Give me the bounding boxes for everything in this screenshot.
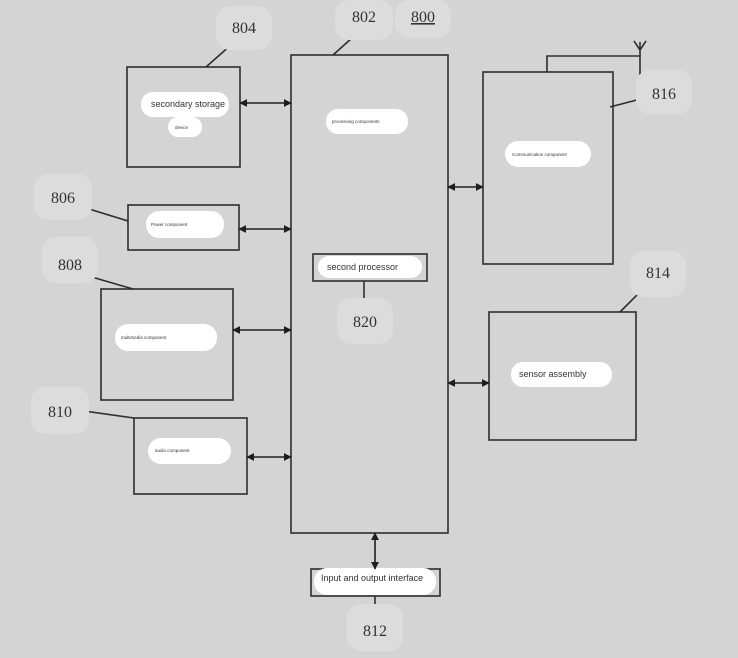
- ref-number-808: 808: [58, 257, 82, 274]
- audio-component-label: audio component: [155, 448, 190, 453]
- ref-number-820: 820: [353, 314, 377, 331]
- antenna-feed-line: [547, 56, 640, 76]
- communication-component-label: Communication component: [512, 152, 568, 157]
- ref-number-814: 814: [646, 265, 670, 282]
- sensor-assembly-label: sensor assembly: [519, 369, 587, 379]
- second-processor-label: second processor: [327, 262, 398, 272]
- io-interface-label: Input and output interface: [321, 573, 423, 583]
- processing-components-label: processing components: [332, 119, 380, 124]
- ref-number-816: 816: [652, 86, 676, 103]
- ref-number-812: 812: [363, 623, 387, 640]
- ref-number-804: 804: [232, 20, 256, 37]
- multimedia-component-label: multimedia component: [121, 335, 167, 340]
- secondary-storage-label: secondary storage: [151, 99, 225, 109]
- ref-number-800: 800: [411, 9, 435, 26]
- ref-number-806: 806: [51, 190, 75, 207]
- power-component-label: Power component: [151, 222, 188, 227]
- device-label: device: [175, 125, 189, 130]
- ref-number-802: 802: [352, 9, 376, 26]
- communication-component-block: [483, 72, 613, 264]
- ref-number-810: 810: [48, 404, 72, 421]
